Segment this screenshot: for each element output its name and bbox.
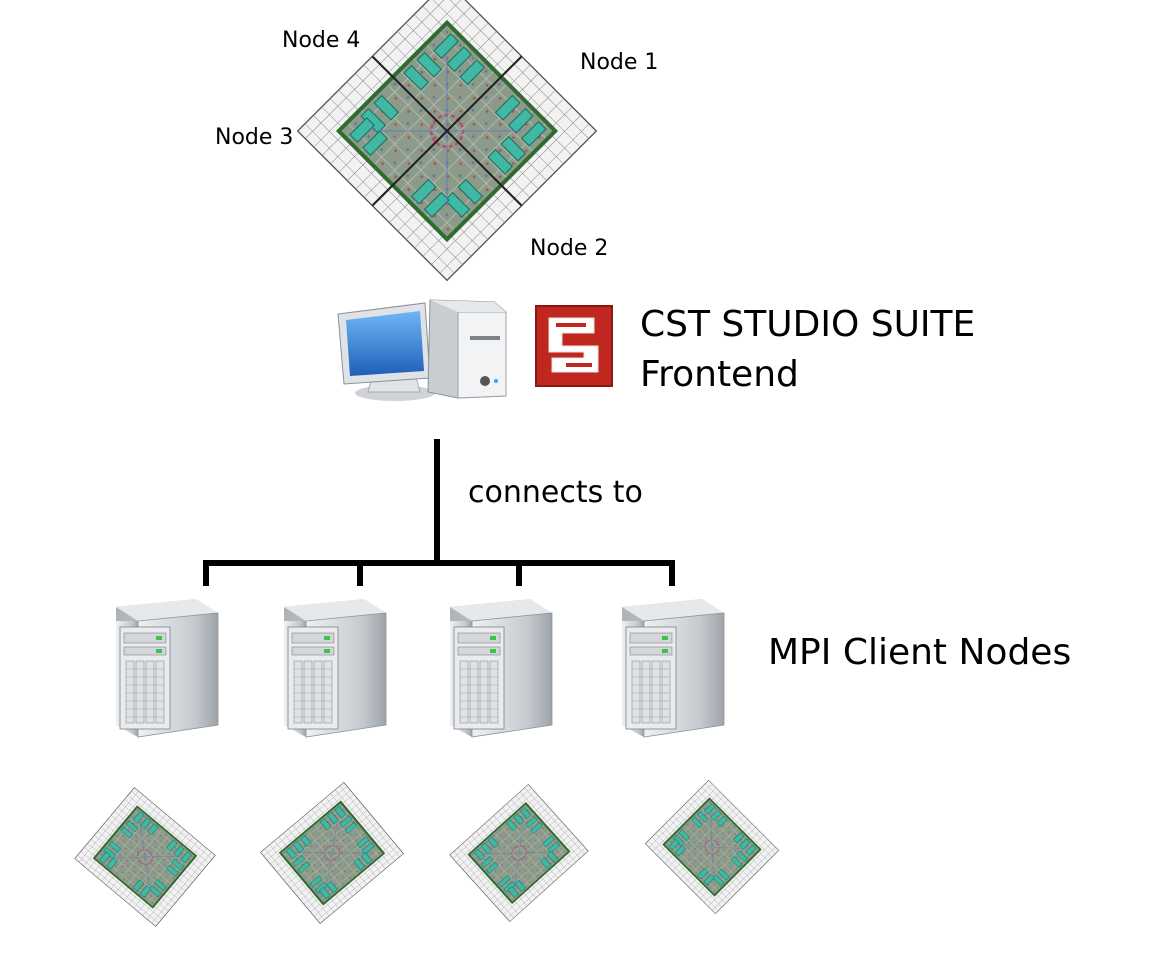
mpi-client-server-4	[621, 598, 725, 738]
label-node-2: Node 2	[530, 236, 609, 261]
partitioned-board-diagram	[295, 0, 599, 283]
mpi-client-nodes-label: MPI Client Nodes	[768, 632, 1072, 673]
node-board-4	[644, 779, 780, 915]
label-node-4: Node 4	[282, 28, 361, 53]
connection-label: connects to	[468, 475, 643, 510]
mpi-client-server-3	[449, 598, 553, 738]
label-node-1: Node 1	[580, 50, 659, 75]
node-board-1	[73, 786, 217, 928]
mpi-client-server-2	[283, 598, 387, 738]
node-board-3	[448, 783, 590, 923]
cst-logo-icon	[535, 305, 613, 387]
frontend-title-line1: CST STUDIO SUITE	[640, 304, 976, 345]
workstation-icon	[337, 299, 507, 401]
frontend-title-line2: Frontend	[640, 354, 799, 395]
connection-lines	[203, 439, 675, 586]
label-node-3: Node 3	[215, 125, 294, 150]
node-board-2	[259, 781, 405, 925]
mpi-client-server-1	[115, 598, 219, 738]
